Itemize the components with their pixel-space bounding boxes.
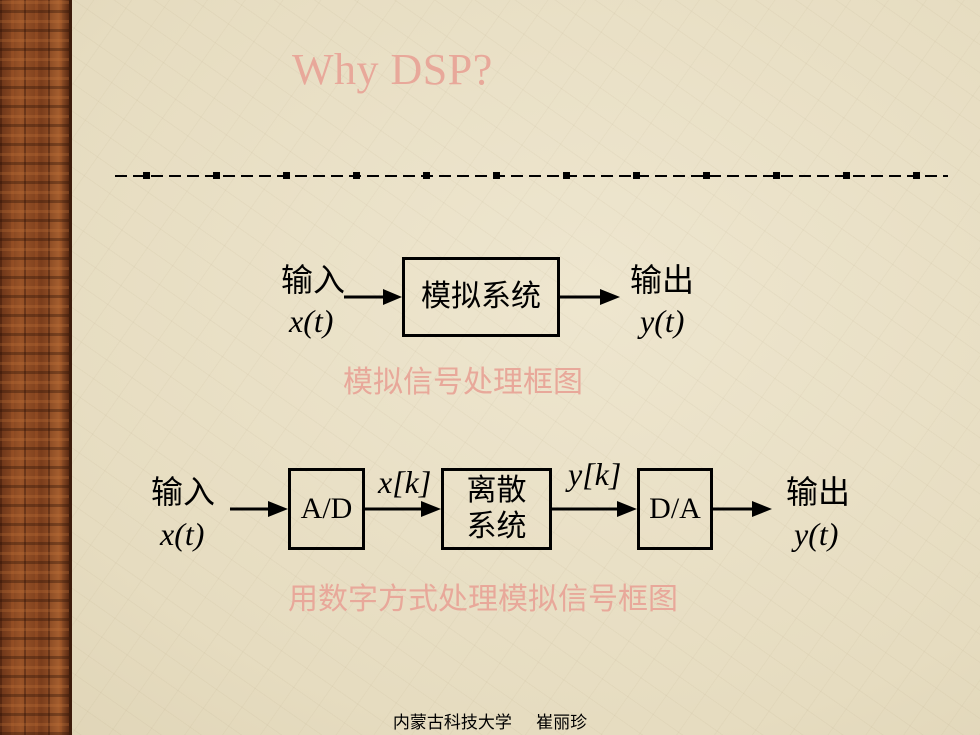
wood-texture-bar [0,0,72,735]
analog-input-variable: x(t) [289,303,334,339]
ad-converter-label: A/D [300,492,353,525]
divider-markers [143,172,920,179]
digital-input-label: 输入 [151,474,216,510]
analog-system-label: 模拟系统 [421,280,541,313]
xk-signal-label: x[k] [378,464,432,500]
analog-output-variable: y(t) [640,303,685,339]
analog-diagram-caption: 模拟信号处理框图 [343,366,583,399]
discrete-system-box: 离散 系统 [441,468,552,550]
analog-input-label: 输入 [281,262,346,298]
analog-system-box: 模拟系统 [402,257,560,337]
ad-converter-box: A/D [288,468,365,550]
digital-output-variable: y(t) [794,516,839,552]
da-converter-box: D/A [637,468,713,550]
footer-author: 崔丽珍 [536,713,588,732]
discrete-system-label-line1: 离散 [466,474,527,507]
discrete-system-label-line2: 系统 [466,510,527,543]
yk-signal-label: y[k] [568,456,622,492]
analog-output-label: 输出 [630,262,695,298]
digital-output-label: 输出 [786,474,851,510]
digital-input-variable: x(t) [160,516,205,552]
slide-footer: 内蒙古科技大学 崔丽珍 [0,708,980,733]
slide-title: Why DSP? [292,45,493,94]
da-converter-label: D/A [649,492,701,525]
digital-diagram-caption: 用数字方式处理模拟信号框图 [288,583,678,616]
footer-school: 内蒙古科技大学 [392,713,512,732]
